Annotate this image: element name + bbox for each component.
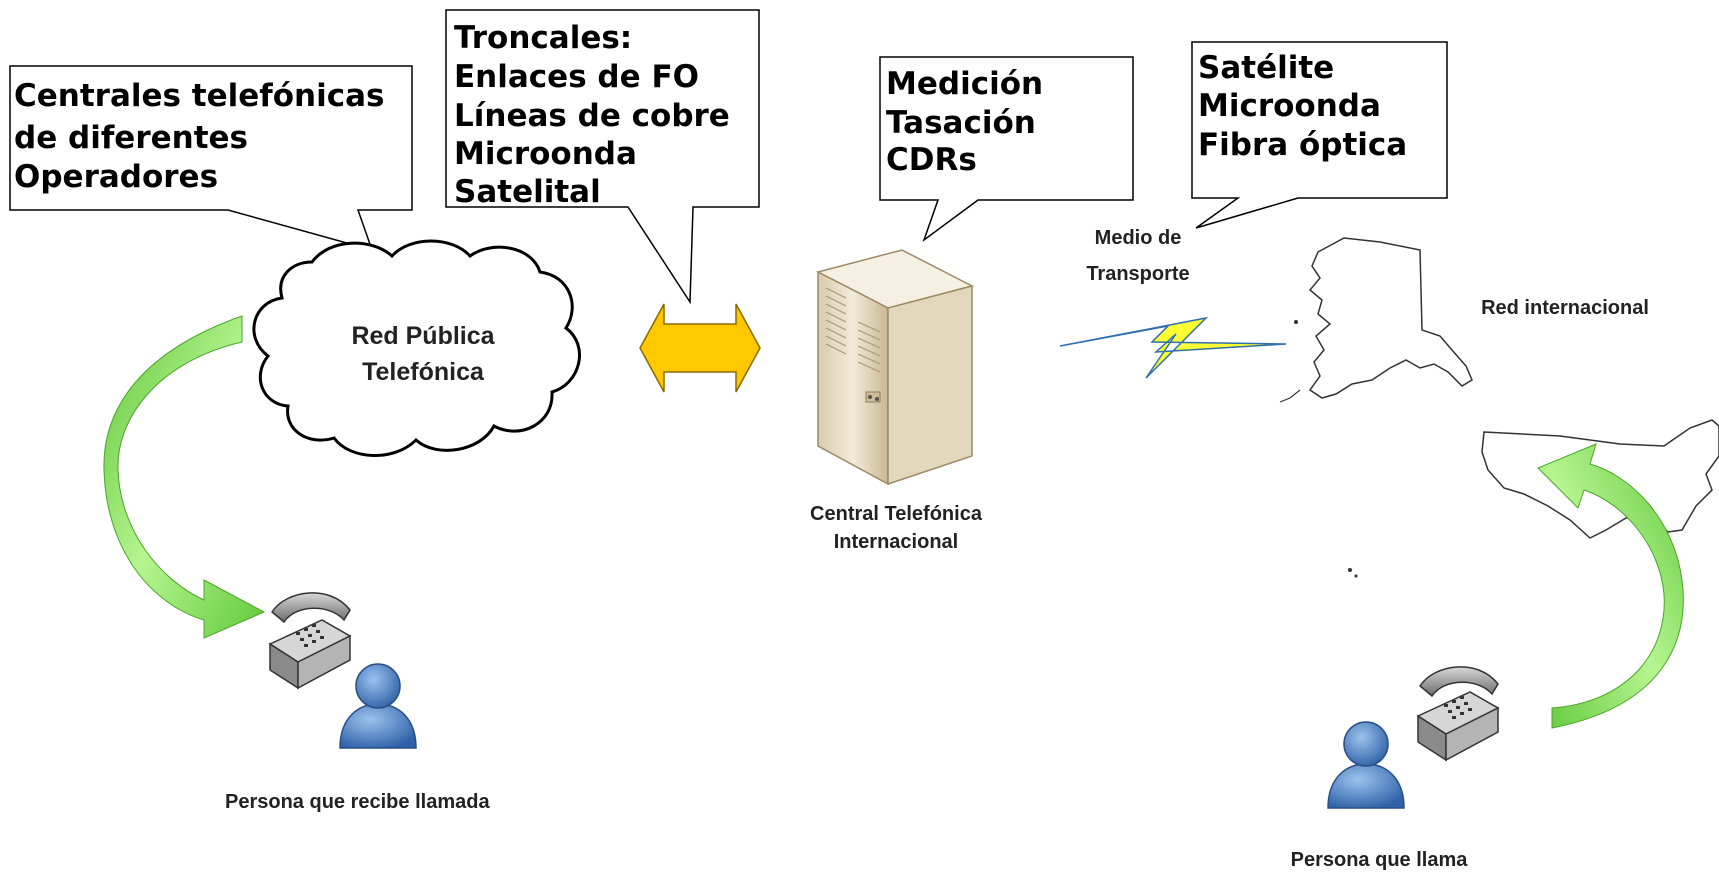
callout-satelite-line1: Satélite [1198,50,1334,86]
callout-medicion-line3: CDRs [886,142,977,178]
cloud-label-line1: Red Pública [351,322,495,350]
central-label-line2: Internacional [834,531,958,553]
telephone-icon-right [1416,666,1500,762]
callout-centrales-line3: Operadores [14,159,218,195]
trunk-double-arrow [639,303,761,393]
persona-recibe-label: Persona que recibe llamada [225,791,490,813]
central-label-line1: Central Telefónica [810,503,983,525]
telephone-icon-left [268,592,352,690]
callout-centrales-line2: de diferentes [14,120,248,156]
callout-troncales-line5: Satelital [454,174,601,210]
green-curved-arrow-left [103,315,266,639]
callout-troncales-line4: Microonda [454,136,637,172]
callout-troncales: Troncales: Enlaces de FO Líneas de cobre… [445,9,760,305]
green-curved-arrow-right [1537,443,1684,729]
persona-llama-label: Persona que llama [1291,849,1469,871]
callout-medicion: Medición Tasación CDRs [879,56,1134,243]
callout-satelite-line3: Fibra óptica [1198,127,1407,163]
transport-label-line2: Transporte [1086,263,1189,285]
callout-troncales-line2: Enlaces de FO [454,59,699,95]
server-icon [815,249,975,486]
lightning-bolt-icon [1059,316,1287,379]
transport-label-line1: Medio de [1095,227,1182,249]
red-internacional-label: Red internacional [1481,297,1649,319]
callout-medicion-line1: Medición [886,66,1043,102]
callout-troncales-line1: Troncales: [454,20,632,56]
alaska-map-icon [1279,237,1473,403]
person-icon-left [339,663,417,749]
person-icon-right [1327,721,1405,809]
callout-satelite-line2: Microonda [1198,88,1381,124]
callout-centrales-line1: Centrales telefónicas [14,78,385,114]
callout-satelite: Satélite Microonda Fibra óptica [1191,41,1448,229]
cloud-label-line2: Telefónica [362,358,485,386]
callout-troncales-line3: Líneas de cobre [454,98,730,134]
callout-centrales: Centrales telefónicas de diferentes Oper… [9,65,413,252]
callout-medicion-line2: Tasación [886,105,1036,141]
public-network-cloud: Red Pública Telefónica [252,239,581,457]
